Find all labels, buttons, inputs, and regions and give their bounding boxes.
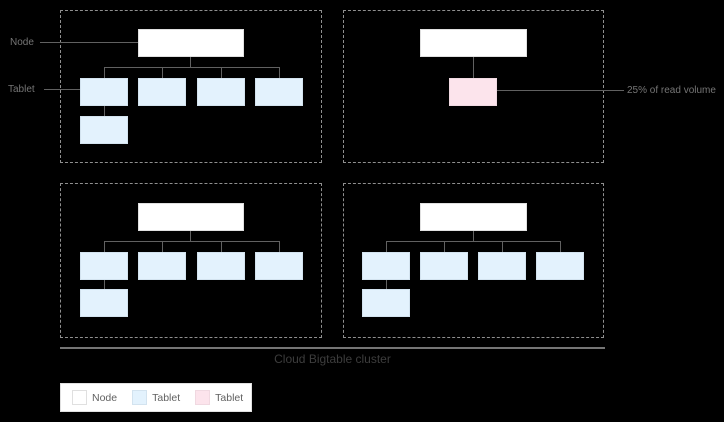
connector-line [104, 106, 105, 116]
connector-line [221, 241, 222, 252]
connector-line [104, 241, 105, 252]
node-label: Node [10, 37, 34, 48]
tablet-box [80, 116, 128, 144]
connector-line [104, 67, 105, 78]
connector-line [473, 57, 474, 78]
connector-line [162, 241, 163, 252]
cluster-caption: Cloud Bigtable cluster [274, 352, 391, 366]
tablet-box [138, 78, 186, 106]
connector-line [190, 231, 191, 241]
tablet-box [362, 252, 410, 280]
node-box [138, 29, 244, 57]
connector-line [560, 241, 561, 252]
connector-line [473, 231, 474, 241]
tablet-box [255, 78, 303, 106]
legend-item-node: Node [72, 390, 132, 405]
tablet-box [536, 252, 584, 280]
tablet-box [197, 252, 245, 280]
legend-label: Tablet [152, 391, 181, 404]
node-box [138, 203, 244, 231]
legend-item-hot-tablet: Tablet [195, 390, 258, 405]
node-zone-top-left [60, 10, 322, 163]
cluster-baseline [60, 347, 605, 349]
tablet-box [138, 252, 186, 280]
tablet-box [197, 78, 245, 106]
node-zone-top-right [343, 10, 604, 163]
connector-line [104, 67, 280, 68]
connector-line [502, 241, 503, 252]
hot-tablet-note: 25% of read volume [627, 85, 716, 96]
hot-tablet-pointer-line [497, 90, 624, 91]
tablet-box [80, 78, 128, 106]
tablet-box [478, 252, 526, 280]
connector-line [190, 57, 191, 67]
tablet-swatch [132, 390, 148, 405]
tablet-box [255, 252, 303, 280]
tablet-label: Tablet [8, 84, 35, 95]
node-pointer-line [40, 42, 138, 43]
tablet-box [420, 252, 468, 280]
node-box [420, 203, 527, 231]
connector-line [104, 280, 105, 289]
connector-line [386, 241, 560, 242]
node-zone-bottom-left [60, 183, 322, 338]
node-zone-bottom-right [343, 183, 604, 338]
hot-tablet-box [449, 78, 497, 106]
connector-line [386, 241, 387, 252]
legend-item-tablet: Tablet [132, 390, 195, 405]
connector-line [279, 67, 280, 78]
connector-line [279, 241, 280, 252]
node-box [420, 29, 527, 57]
legend: Node Tablet Tablet [60, 383, 252, 412]
hot-tablet-swatch [195, 390, 211, 405]
connector-line [104, 241, 280, 242]
connector-line [386, 280, 387, 289]
tablet-box [80, 289, 128, 317]
connector-line [162, 67, 163, 78]
tablet-box [80, 252, 128, 280]
legend-label: Node [92, 391, 118, 404]
connector-line [444, 241, 445, 252]
legend-label: Tablet [215, 391, 244, 404]
connector-line [221, 67, 222, 78]
tablet-box [362, 289, 410, 317]
node-swatch [72, 390, 87, 405]
tablet-pointer-line [44, 89, 80, 90]
